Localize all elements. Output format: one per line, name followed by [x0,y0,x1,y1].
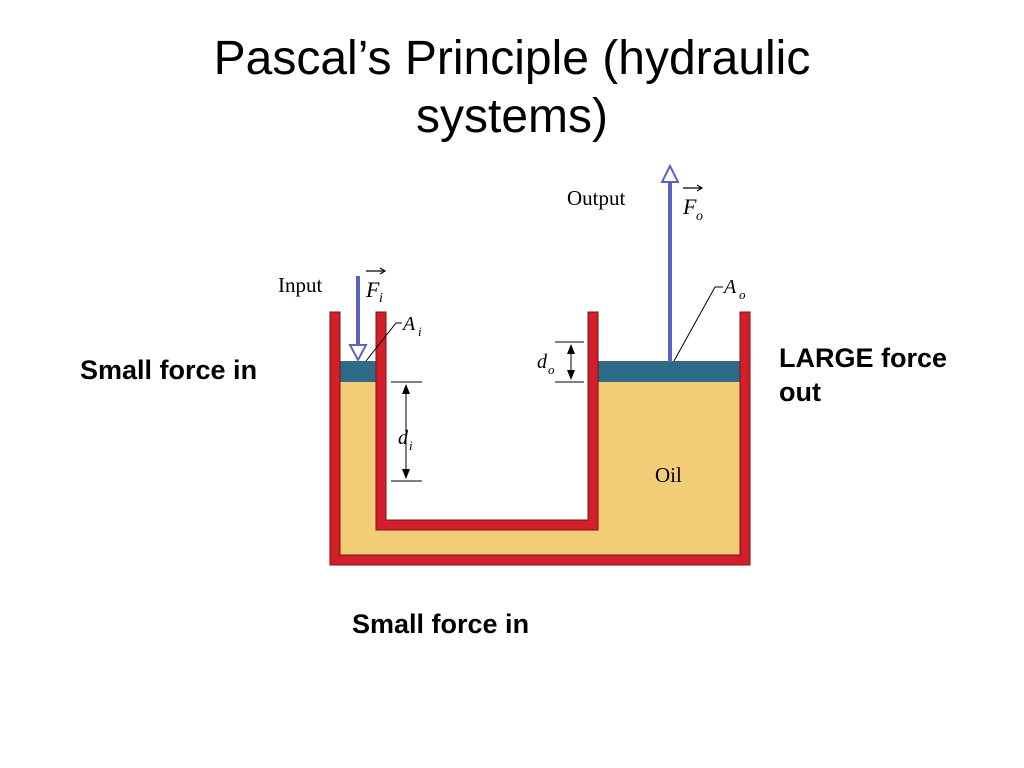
svg-text:A: A [401,313,416,335]
input-area-label: A i [365,313,422,362]
container-outer-wall [329,311,751,566]
container-inner-wall [375,311,599,531]
svg-text:o: o [739,287,746,302]
input-force-arrow [348,276,368,363]
oil-body [340,382,740,555]
slide-title: Pascal’s Principle (hydraulic systems) [213,32,811,143]
svg-text:i: i [418,324,422,339]
svg-text:F: F [682,194,697,219]
small-force-in-label-left: Small force in [80,355,258,385]
svg-text:d: d [398,427,409,449]
small-force-in-label-bottom: Small force in [352,609,530,639]
input-piston [340,361,376,382]
svg-text:i: i [379,291,383,306]
svg-text:o: o [696,209,703,224]
output-label: Output [567,186,626,210]
output-area-label: A o [673,276,746,362]
svg-text:F: F [365,277,380,302]
output-piston [598,361,740,382]
input-displacement-marker: d i [391,381,422,482]
oil-label: Oil [655,463,682,487]
output-force-symbol: F o [682,184,704,224]
svg-text:d: d [537,351,548,373]
large-force-out-label: LARGE force out [779,343,948,407]
svg-text:o: o [548,362,555,377]
svg-text:i: i [409,438,413,453]
input-label: Input [278,273,322,297]
output-force-arrow [660,163,680,362]
svg-text:A: A [722,276,737,298]
output-displacement-marker: d o [537,341,584,383]
input-force-symbol: F i [365,267,387,306]
